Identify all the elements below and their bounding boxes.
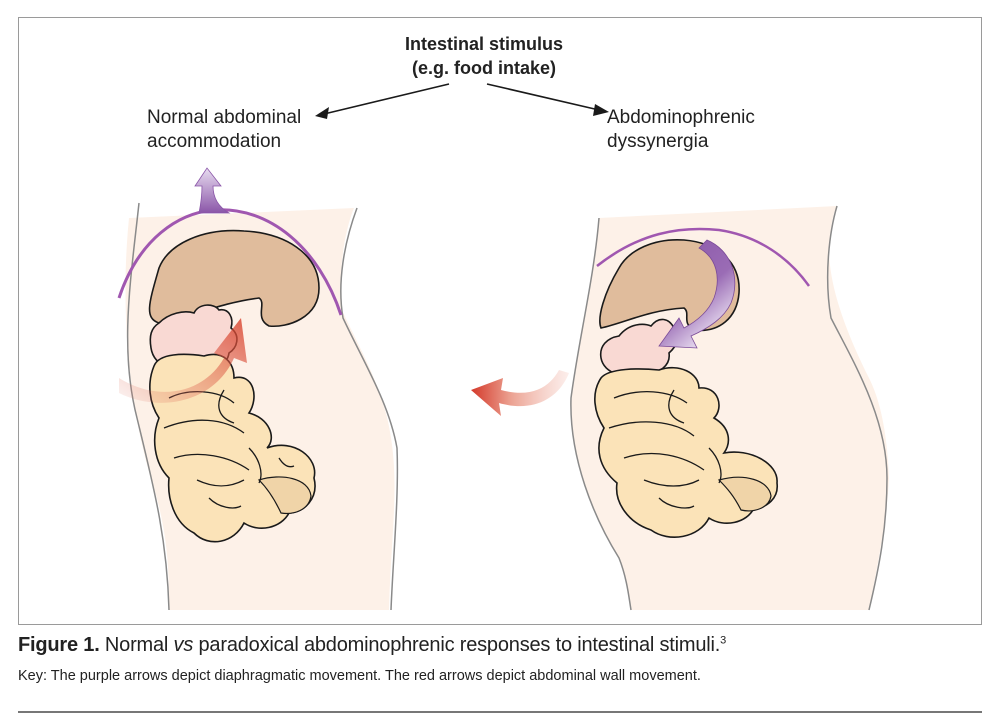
arrow-to-normal — [315, 83, 450, 119]
caption-text-vs: vs — [173, 634, 194, 656]
red-arrow-up-left — [119, 318, 247, 403]
stomach-right — [599, 318, 679, 378]
right-label-line1: Abdominophrenic — [607, 107, 755, 128]
red-arrow-left — [471, 370, 569, 416]
right-label-line2: dyssynergia — [607, 131, 709, 152]
figure-key: Key: The purple arrows depict diaphragma… — [18, 668, 701, 684]
stimulus-label: Intestinal stimulus (e.g. food intake) — [349, 32, 619, 80]
figure-number: Figure 1. — [18, 634, 100, 656]
purple-arrow-down — [658, 239, 736, 349]
left-body — [117, 167, 399, 611]
stimulus-line2: (e.g. food intake) — [412, 58, 556, 78]
dyssynergia-label: Abdominophrenic dyssynergia — [607, 106, 755, 154]
purple-arrow-up — [194, 167, 231, 214]
diaphragm-right — [596, 227, 811, 287]
left-label-line2: accommodation — [147, 131, 282, 152]
normal-accommodation-label: Normal abdominal accommodation — [147, 106, 301, 154]
figure-caption: Figure 1. Normal vs paradoxical abdomino… — [18, 634, 726, 657]
arrow-to-dyssynergia — [486, 83, 609, 116]
caption-text-post: paradoxical abdominophrenic responses to… — [193, 634, 721, 656]
caption-text-pre: Normal — [104, 634, 174, 656]
left-label-line1: Normal abdominal — [147, 107, 302, 128]
caption-reference: 3 — [720, 634, 727, 647]
figure-frame: Intestinal stimulus (e.g. food intake) N… — [18, 17, 982, 625]
stimulus-line1: Intestinal stimulus — [404, 34, 564, 54]
right-body — [471, 205, 889, 611]
diagram-illustration — [117, 83, 889, 611]
bottom-rule — [18, 711, 982, 713]
